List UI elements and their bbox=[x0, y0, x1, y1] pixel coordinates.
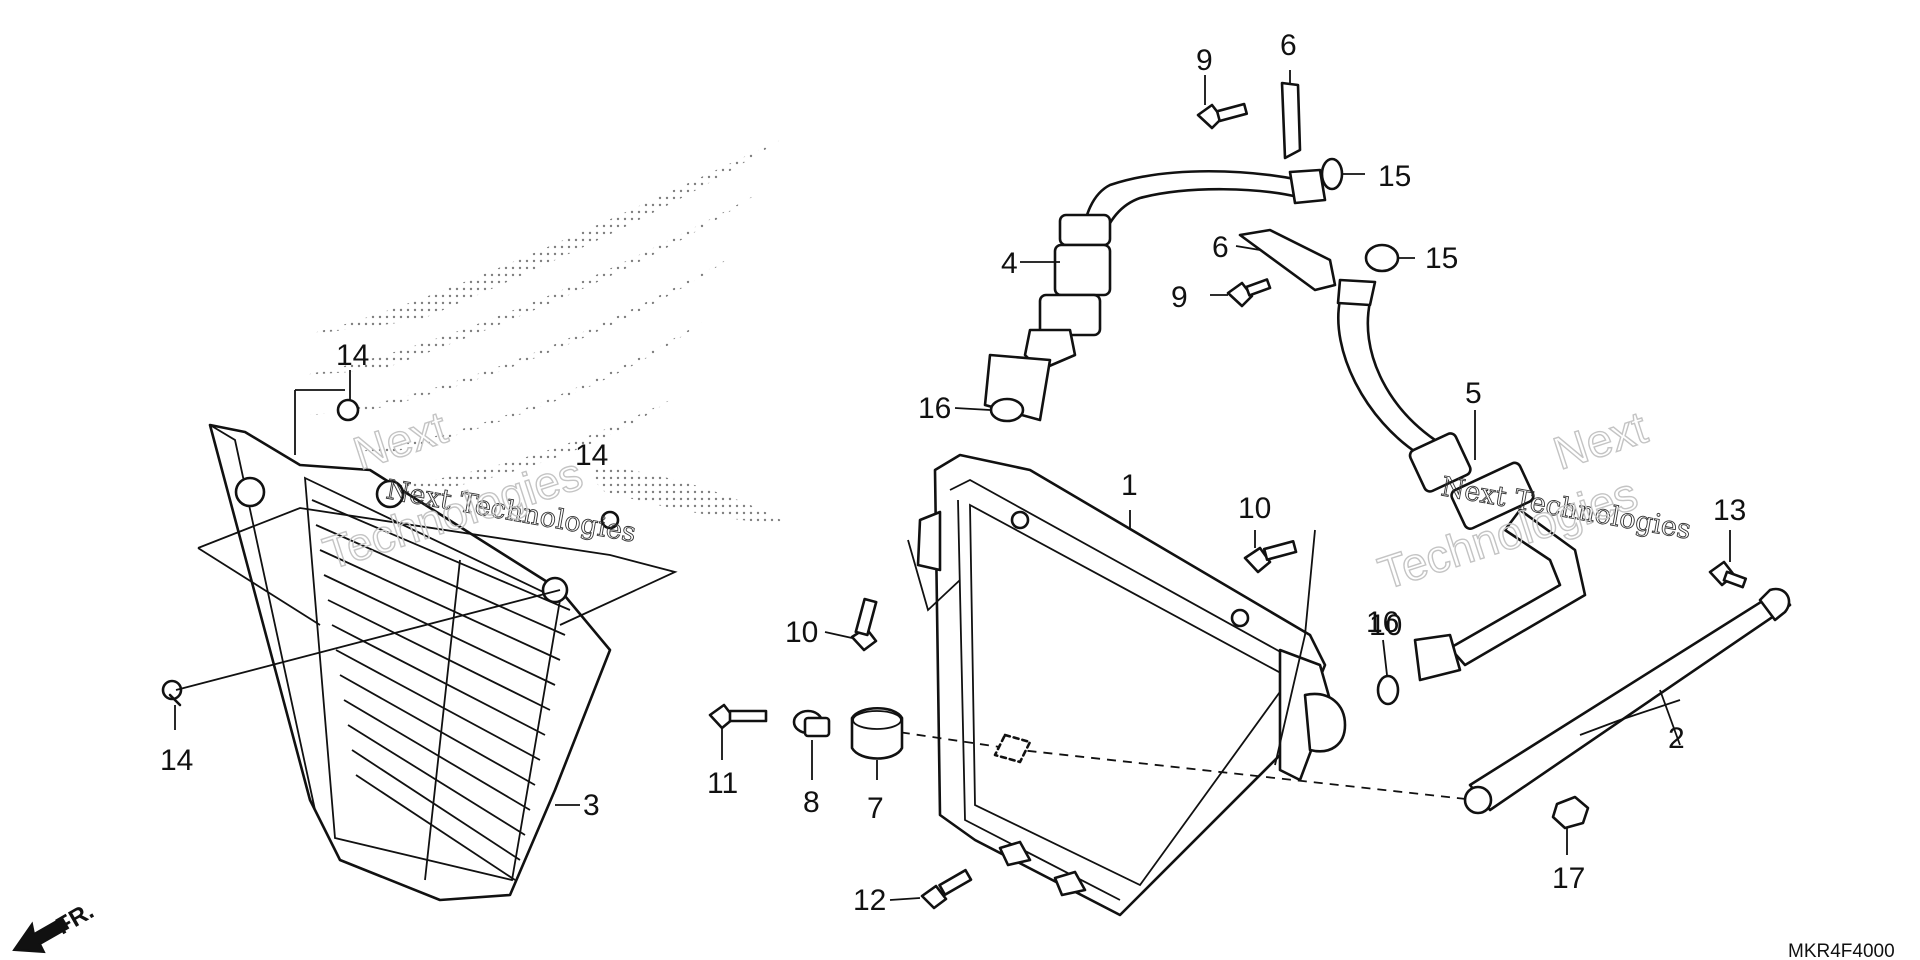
bolt-part[interactable] bbox=[708, 703, 768, 730]
callout-number: 6 bbox=[1280, 29, 1297, 62]
callout-number: 16 bbox=[1366, 606, 1399, 639]
callout-number: 14 bbox=[575, 439, 608, 472]
callout-number: 10 bbox=[1238, 492, 1271, 525]
callout-number: 6 bbox=[1212, 231, 1229, 264]
radiator-stay-part[interactable] bbox=[1463, 587, 1792, 815]
clip-part[interactable] bbox=[161, 398, 620, 707]
callout-number: 9 bbox=[1196, 44, 1213, 77]
callout-number: 8 bbox=[803, 786, 820, 819]
callout-number: 15 bbox=[1425, 242, 1458, 275]
radiator-shroud-part[interactable] bbox=[208, 423, 612, 902]
bracket-part[interactable] bbox=[1238, 81, 1337, 292]
lower-hose-part[interactable] bbox=[1336, 278, 1587, 682]
callout-number: 10 bbox=[1369, 609, 1402, 642]
grommet-part[interactable] bbox=[850, 707, 904, 760]
callout-number: 15 bbox=[1378, 160, 1411, 193]
callout-number: 14 bbox=[336, 339, 369, 372]
radiator-core-part[interactable] bbox=[916, 453, 1347, 917]
callout-number: 16 bbox=[918, 392, 951, 425]
o-ring-part[interactable] bbox=[1320, 157, 1400, 273]
callout-number: 1 bbox=[1121, 469, 1138, 502]
callout-number: 2 bbox=[1668, 722, 1685, 755]
callout-number: 11 bbox=[707, 767, 738, 800]
callout-number: 13 bbox=[1713, 494, 1746, 527]
callout-labels: 1 2 3 4 5 6 6 7 8 9 9 10 10 10 11 12 13 … bbox=[160, 29, 1746, 917]
callout-number: 7 bbox=[867, 792, 884, 825]
bolt-part[interactable] bbox=[1196, 102, 1272, 308]
bolt-part[interactable] bbox=[920, 868, 973, 910]
callout-number: 4 bbox=[1001, 247, 1018, 280]
callout-number: 3 bbox=[583, 789, 600, 822]
callout-number: 12 bbox=[853, 884, 886, 917]
leader-lines bbox=[174, 70, 1731, 901]
shroud-louvers bbox=[311, 499, 571, 881]
front-arrow-icon: FR. bbox=[12, 897, 98, 954]
shroud-bracket-lines bbox=[197, 389, 678, 626]
collar-part[interactable] bbox=[792, 709, 831, 738]
bolt-part[interactable] bbox=[850, 539, 1298, 652]
svg-text:Next: Next bbox=[347, 401, 453, 480]
bolt-part[interactable] bbox=[1708, 560, 1748, 589]
o-ring-part[interactable] bbox=[989, 397, 1400, 706]
callout-number: 5 bbox=[1465, 377, 1482, 410]
svg-text:Next: Next bbox=[1547, 401, 1653, 480]
wing-emblem-icon bbox=[305, 140, 790, 525]
nut-part[interactable] bbox=[1551, 795, 1590, 830]
diagram-code: MKR4F4000 bbox=[1788, 941, 1895, 960]
callout-number: 17 bbox=[1552, 862, 1585, 895]
callout-number: 10 bbox=[785, 616, 818, 649]
upper-hose-part[interactable] bbox=[983, 168, 1327, 422]
callout-number: 14 bbox=[160, 744, 193, 777]
callout-number: 9 bbox=[1171, 281, 1188, 314]
